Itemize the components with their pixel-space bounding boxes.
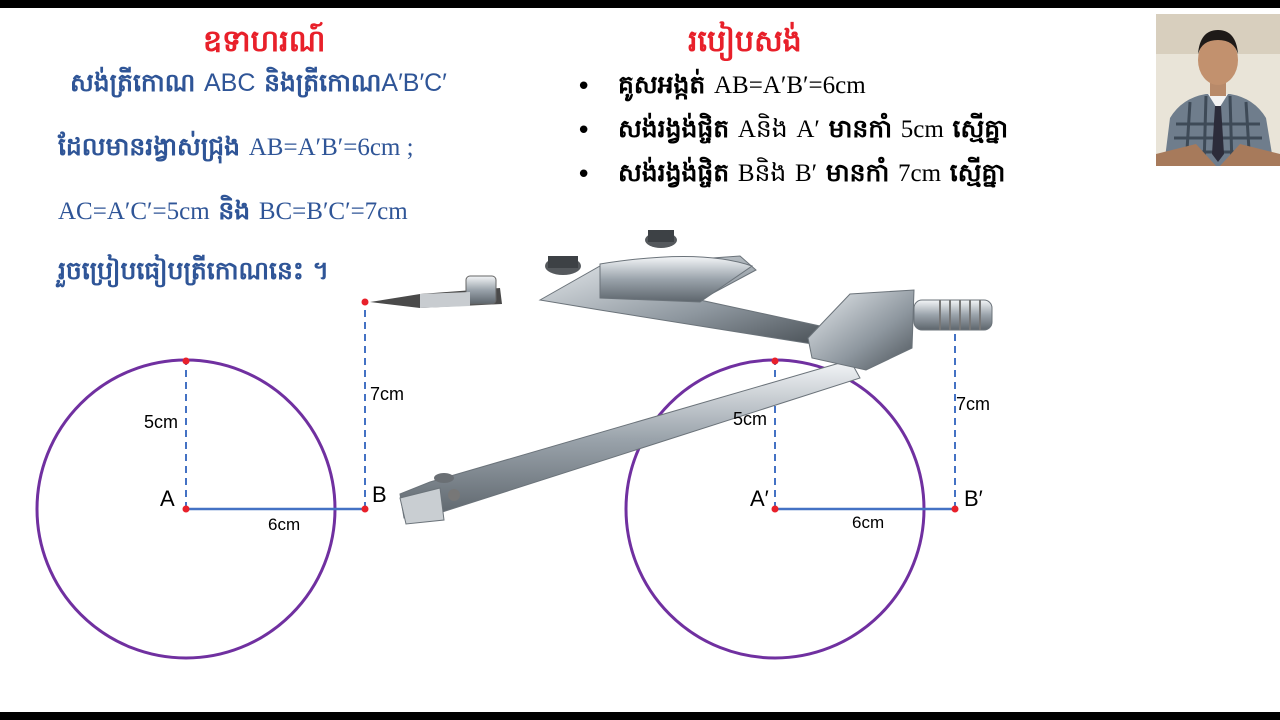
step3-center-b: Bនិង [737, 160, 787, 187]
example-title: ឧទាហរណ៍ [203, 24, 326, 59]
method-step-1: គូសអង្កត់ AB=A′B′=6cm [618, 70, 866, 106]
point-a [182, 505, 190, 513]
line1-and: និងត្រីកោណ [264, 68, 382, 97]
label-a-prime: A′ [750, 486, 769, 511]
point-b [361, 505, 369, 513]
step3-center-b2: B′ [794, 160, 818, 187]
step1-khmer: គូសអង្កត់ [618, 70, 706, 99]
method-step-2: សង់រង្វង់ផ្ចិត Aនិង A′ មានកាំ 5cm ស្មើគ្… [618, 114, 1008, 150]
point-top-a [182, 357, 190, 365]
label-vertical-b: 7cm [370, 384, 404, 404]
point-top-b [361, 298, 369, 306]
step2-equal: ស្មើគ្នា [952, 114, 1009, 143]
method-step-3: សង់រង្វង់ផ្ចិត Bនិង B′ មានកាំ 7cm ស្មើគ្… [618, 158, 1005, 194]
label-vertical-b-prime: 7cm [956, 394, 990, 414]
step2-radius-value: 5cm [900, 116, 944, 143]
example-line-2: ដែលមានរង្វាស់ជ្រុង AB=A′B′=6cm ; [58, 132, 414, 168]
slide: ឧទាហរណ៍ សង់ត្រីកោណ ABC និងត្រីកោណA′B′C′ … [0, 8, 1280, 712]
label-radius-a: 5cm [144, 412, 178, 432]
point-b-prime [951, 505, 959, 513]
step3-equal: ស្មើគ្នា [949, 158, 1006, 187]
bullet-1: • [576, 72, 592, 102]
point-a-prime [771, 505, 779, 513]
presenter-icon [1156, 14, 1280, 166]
line3-bc: BC=B′C′=7cm [258, 198, 408, 225]
label-ab-length: 6cm [268, 515, 300, 534]
label-a: A [160, 486, 175, 511]
step3-radius-value: 7cm [898, 160, 942, 187]
line1-abc2: A′B′C′ [381, 69, 447, 97]
step2-khmer: សង់រង្វង់ផ្ចិត [618, 114, 730, 143]
compass-tool-icon [370, 230, 993, 525]
line2-khmer: ដែលមានរង្វាស់ជ្រុង [58, 132, 241, 161]
step2-radius-word: មានកាំ [828, 114, 893, 143]
step2-center-a: Aនិង [737, 116, 788, 143]
presenter-photo [1156, 14, 1280, 166]
bullet-3: • [576, 160, 592, 190]
bullet-2: • [576, 116, 592, 146]
line1-khmer: សង់ត្រីកោណ [70, 68, 196, 97]
example-line-3: AC=A′C′=5cm និង BC=B′C′=7cm [58, 196, 408, 232]
example-line-1: សង់ត្រីកោណ ABC និងត្រីកោណA′B′C′ [70, 68, 447, 104]
label-radius-a-prime: 5cm [733, 409, 767, 429]
point-top-a-prime [771, 357, 779, 365]
label-a-prime-b-prime-length: 6cm [852, 513, 884, 532]
line3-ac: AC=A′C′=5cm [58, 198, 210, 225]
construction-diagram: A B 6cm 5cm 7cm A′ B′ 6cm 5cm 7cm [35, 230, 993, 660]
step3-khmer: សង់រង្វង់ផ្ចិត [618, 158, 730, 187]
label-b-prime: B′ [964, 486, 983, 511]
label-b: B [372, 482, 387, 507]
method-title: របៀបសង់ [688, 24, 802, 59]
line3-and: និង [218, 196, 251, 225]
step3-radius-word: មានកាំ [825, 158, 890, 187]
step1-value: AB=A′B′=6cm [714, 72, 866, 99]
step2-center-a2: A′ [796, 116, 820, 143]
line2-value: AB=A′B′=6cm ; [248, 134, 414, 161]
example-line-4: រួចប្រៀបធៀបត្រីកោណនេះ ។ [58, 256, 330, 285]
line1-abc: ABC [203, 69, 256, 97]
